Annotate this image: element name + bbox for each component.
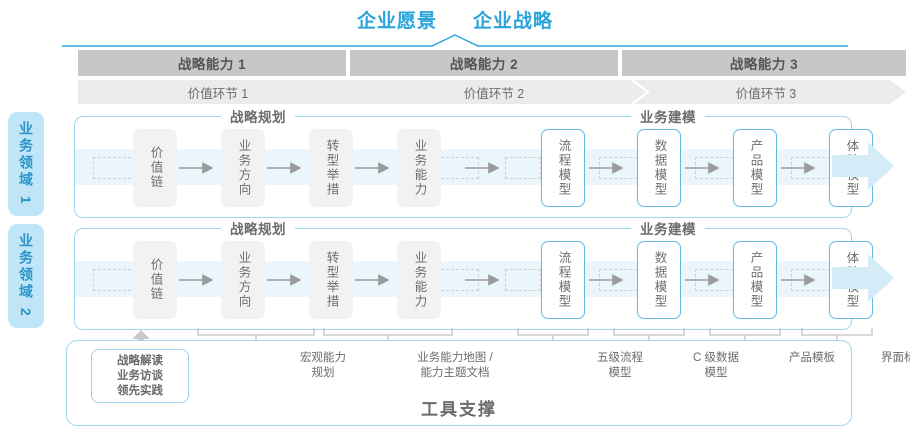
top-titles: 企业愿景 企业战略 [0,6,910,32]
tool-label-line-1: 界面标准 [881,352,910,364]
flow-arrow-icon [465,162,499,174]
flow-arrow-icon [781,274,815,286]
strategic-capability-row: 战略能力 1 战略能力 2 战略能力 3 [78,50,906,76]
business-domain-tag-2[interactable]: 业务领域 2 [8,224,44,328]
flow-arrow-icon [589,162,623,174]
domain-row-1: 战略规划 业务建模 价值链 业务方向 转型举措 业务能力 流程模型 数据模型 产… [74,107,873,218]
tool-note-line-1: 战略解读 [117,354,163,367]
node-value-chain-1[interactable]: 价值链 [133,129,177,207]
tool-label-ui-standard: 界面标准 [859,351,910,366]
node-business-capability-1[interactable]: 业务能力 [397,129,441,207]
flow-arrow-icon [355,162,389,174]
tool-label-line-2: 模型 [704,367,728,379]
flow-arrow-icon [685,274,719,286]
node-product-model-1[interactable]: 产品模型 [733,129,777,207]
node-business-capability-2[interactable]: 业务能力 [397,241,441,319]
node-transform-actions-1[interactable]: 转型举措 [309,129,353,207]
tool-label-line-1: C 级数据 [693,352,739,364]
node-process-model-1[interactable]: 流程模型 [541,129,585,207]
tool-note-box[interactable]: 战略解读 业务访谈 领先实践 [91,349,189,403]
vision-connector-line [62,34,848,47]
row-output-arrow-icon [832,254,894,302]
section-title-planning-2: 战略规划 [221,219,295,237]
node-business-direction-1[interactable]: 业务方向 [221,129,265,207]
enterprise-vision-title: 企业愿景 [356,10,437,32]
tool-label-line-2: 规划 [311,367,335,379]
dashed-placeholder [505,157,541,179]
value-link-row: 价值环节 1 价值环节 2 价值环节 3 [78,80,906,104]
node-data-model-1[interactable]: 数据模型 [637,129,681,207]
flow-arrow-icon [355,274,389,286]
flow-arrow-icon [685,162,719,174]
tool-label-c-level-data-model: C 级数据 模型 [671,351,761,381]
enterprise-strategy-title: 企业战略 [473,10,554,32]
node-data-model-2[interactable]: 数据模型 [637,241,681,319]
dashed-placeholder [505,269,541,291]
tool-label-line-1: 五级流程 [597,352,643,364]
tool-label-macro-capability-planning: 宏观能力 规划 [263,351,383,381]
flow-arrow-icon [465,274,499,286]
flow-arrow-icon [589,274,623,286]
value-link-cell-2[interactable]: 价值环节 2 [350,80,646,104]
section-title-planning-1: 战略规划 [221,107,295,125]
tool-note-line-2: 业务访谈 [117,369,163,382]
capability-cell-1[interactable]: 战略能力 1 [78,50,346,76]
tool-label-capability-map: 业务能力地图 / 能力主题文档 [389,351,521,381]
tool-label-five-level-process-model: 五级流程 模型 [575,351,665,381]
value-link-cell-3[interactable]: 价值环节 3 [634,80,906,104]
tool-label-line-2: 模型 [608,367,632,379]
tool-label-line-1: 业务能力地图 / [417,352,493,364]
business-domain-tag-1[interactable]: 业务领域 1 [8,112,44,216]
capability-cell-3[interactable]: 战略能力 3 [622,50,906,76]
tool-label-product-template: 产品模板 [767,351,857,366]
flow-arrow-icon [179,162,213,174]
node-process-model-2[interactable]: 流程模型 [541,241,585,319]
tools-support-title: 工具支撑 [421,400,497,419]
flow-arrow-icon [179,274,213,286]
node-business-direction-2[interactable]: 业务方向 [221,241,265,319]
flow-arrow-icon [267,274,301,286]
value-link-label-2: 价值环节 2 [463,86,525,101]
capability-cell-2[interactable]: 战略能力 2 [350,50,618,76]
flow-arrow-icon [781,162,815,174]
value-link-label-3: 价值环节 3 [735,86,797,101]
tool-note-line-3: 领先实践 [117,384,163,397]
section-title-modeling-1: 业务建模 [631,107,705,125]
row-output-arrow-icon [832,142,894,190]
node-transform-actions-2[interactable]: 转型举措 [309,241,353,319]
node-value-chain-2[interactable]: 价值链 [133,241,177,319]
section-title-modeling-2: 业务建模 [631,219,705,237]
tools-support-container: 战略解读 业务访谈 领先实践 宏观能力 规划 业务能力地图 / 能力主题文档 五… [66,340,910,426]
node-product-model-2[interactable]: 产品模型 [733,241,777,319]
tool-label-line-1: 宏观能力 [300,352,346,364]
tool-label-line-2: 能力主题文档 [420,367,490,379]
value-link-cell-1[interactable]: 价值环节 1 [78,80,366,104]
domain-row-2: 战略规划 业务建模 价值链 业务方向 转型举措 业务能力 流程模型 数据模型 产… [74,219,873,330]
tool-label-line-1: 产品模板 [789,352,835,364]
flow-arrow-icon [267,162,301,174]
value-link-label-1: 价值环节 1 [187,86,249,101]
